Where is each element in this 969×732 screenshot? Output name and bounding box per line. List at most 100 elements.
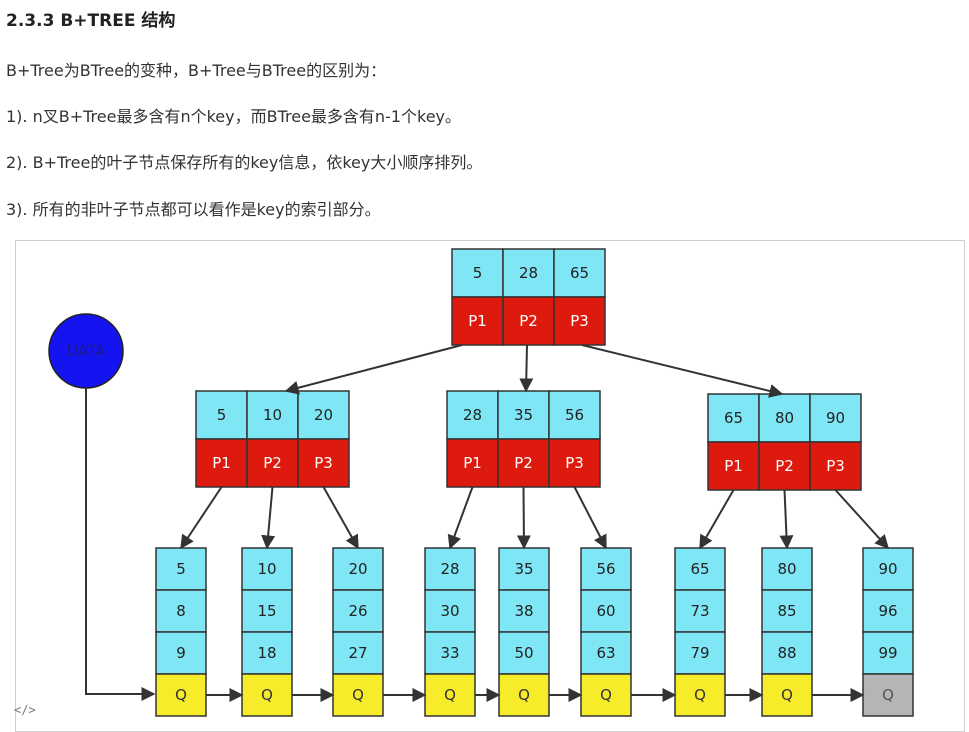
internal-node-1-pointer-label: P1 (212, 454, 231, 472)
leaf-key-label: 99 (878, 644, 897, 662)
root-node-pointer-label: P2 (519, 312, 538, 330)
leaf-key-label: 5 (176, 560, 186, 578)
leaf-key-cell (241, 631, 293, 675)
leaf-key-label: 65 (690, 560, 709, 578)
leaf-key-cell (155, 589, 207, 633)
root-node-key-label: 65 (570, 264, 589, 282)
leaf-key-cell (424, 631, 476, 675)
leaf-link-cell (761, 673, 813, 717)
leaf-key-label: 30 (440, 602, 459, 620)
root-node-pointer-label: P3 (570, 312, 589, 330)
leaf-key-label: 80 (777, 560, 796, 578)
internal-node-1-pointer-label: P2 (263, 454, 282, 472)
leaf-key-cell (580, 547, 632, 591)
internal-to-leaf-arrow (573, 486, 607, 550)
leaf-key-cell (862, 631, 914, 675)
leaf-key-label: 38 (514, 602, 533, 620)
root-node-pointer-label: P1 (468, 312, 487, 330)
point-1: 1). n叉B+Tree最多含有n个key，而BTree最多含有n-1个key。 (6, 107, 462, 126)
internal-node-3-key-label: 80 (775, 409, 794, 427)
internal-node-2-pointer-cell (548, 438, 601, 488)
internal-to-leaf-arrow (447, 486, 474, 550)
leaf-key-label: 50 (514, 644, 533, 662)
internal-to-leaf-arrow (779, 489, 794, 550)
leaf-link-cell (332, 673, 384, 717)
internal-node-3-key-cell (809, 393, 862, 443)
leaf-key-label: 18 (257, 644, 276, 662)
internal-to-leaf-arrow (699, 489, 735, 550)
root-node-key-label: 5 (473, 264, 483, 282)
leaf-key-label: 88 (777, 644, 796, 662)
leaf-link-label: Q (781, 686, 793, 704)
internal-node-2-pointer-cell (446, 438, 499, 488)
root-node-key-cell (451, 248, 504, 298)
leaf-key-cell (761, 631, 813, 675)
internal-node-3-key-cell (758, 393, 811, 443)
internal-node-3-pointer-label: P1 (724, 457, 743, 475)
internal-node-1-key-label: 10 (263, 406, 282, 424)
leaf-link-cell (155, 673, 207, 717)
intro-text: B+Tree为BTree的变种，B+Tree与BTree的区别为： (6, 61, 387, 80)
internal-to-leaf-arrow (180, 486, 223, 550)
leaf-key-label: 8 (176, 602, 186, 620)
internal-node-1-key-label: 5 (217, 406, 227, 424)
leaf-key-label: 60 (596, 602, 615, 620)
leaf-link-label: Q (518, 686, 530, 704)
internal-node-3-pointer-cell (707, 441, 760, 491)
leaf-key-label: 26 (348, 602, 367, 620)
leaf-link-label: Q (352, 686, 364, 704)
internal-node-1-pointer-cell (297, 438, 350, 488)
root-to-internal-arrow (284, 344, 463, 395)
leaf-key-cell (674, 589, 726, 633)
internal-node-2-key-label: 56 (565, 406, 584, 424)
leaf-link-cell (862, 673, 914, 717)
leaf-key-label: 96 (878, 602, 897, 620)
internal-node-1-key-cell (297, 390, 350, 440)
internal-node-3-pointer-cell (809, 441, 862, 491)
leaf-key-label: 15 (257, 602, 276, 620)
leaf-key-label: 10 (257, 560, 276, 578)
internal-node-3-key-label: 65 (724, 409, 743, 427)
internal-node-3-key-label: 90 (826, 409, 845, 427)
leaf-link-label: Q (261, 686, 273, 704)
leaf-key-label: 9 (176, 644, 186, 662)
internal-to-leaf-arrow (261, 486, 276, 550)
code-icon[interactable]: </> (14, 703, 36, 717)
leaf-key-cell (424, 589, 476, 633)
leaf-link-label: Q (175, 686, 187, 704)
internal-node-2-key-label: 28 (463, 406, 482, 424)
leaf-key-label: 63 (596, 644, 615, 662)
leaf-key-label: 33 (440, 644, 459, 662)
leaf-key-cell (332, 589, 384, 633)
root-node-key-label: 28 (519, 264, 538, 282)
section-heading: 2.3.3 B+TREE 结构 (6, 11, 176, 31)
internal-node-2-pointer-label: P1 (463, 454, 482, 472)
point-2: 2). B+Tree的叶子节点保存所有的key信息，依key大小顺序排列。 (6, 153, 483, 172)
internal-node-1-pointer-label: P3 (314, 454, 333, 472)
leaf-key-cell (424, 547, 476, 591)
leaf-key-cell (862, 547, 914, 591)
leaf-key-label: 28 (440, 560, 459, 578)
leaf-key-cell (580, 589, 632, 633)
internal-to-leaf-arrow (322, 486, 359, 550)
leaf-key-label: 79 (690, 644, 709, 662)
leaf-link-label: Q (694, 686, 706, 704)
leaf-key-cell (674, 631, 726, 675)
leaf-link-label: Q (882, 686, 894, 704)
leaf-key-label: 73 (690, 602, 709, 620)
leaf-link-label: Q (444, 686, 456, 704)
leaf-key-label: 56 (596, 560, 615, 578)
point-3: 3). 所有的非叶子节点都可以看作是key的索引部分。 (6, 200, 381, 219)
internal-node-2-pointer-label: P2 (514, 454, 533, 472)
root-to-internal-arrow (519, 344, 534, 393)
internal-node-3-pointer-label: P3 (826, 457, 845, 475)
leaf-key-label: 85 (777, 602, 796, 620)
data-node-label: DATA (67, 342, 106, 360)
leaf-key-label: 27 (348, 644, 367, 662)
leaf-key-label: 90 (878, 560, 897, 578)
root-to-internal-arrow (581, 344, 784, 398)
data-to-leaf-arrow (85, 388, 156, 701)
leaf-key-label: 20 (348, 560, 367, 578)
